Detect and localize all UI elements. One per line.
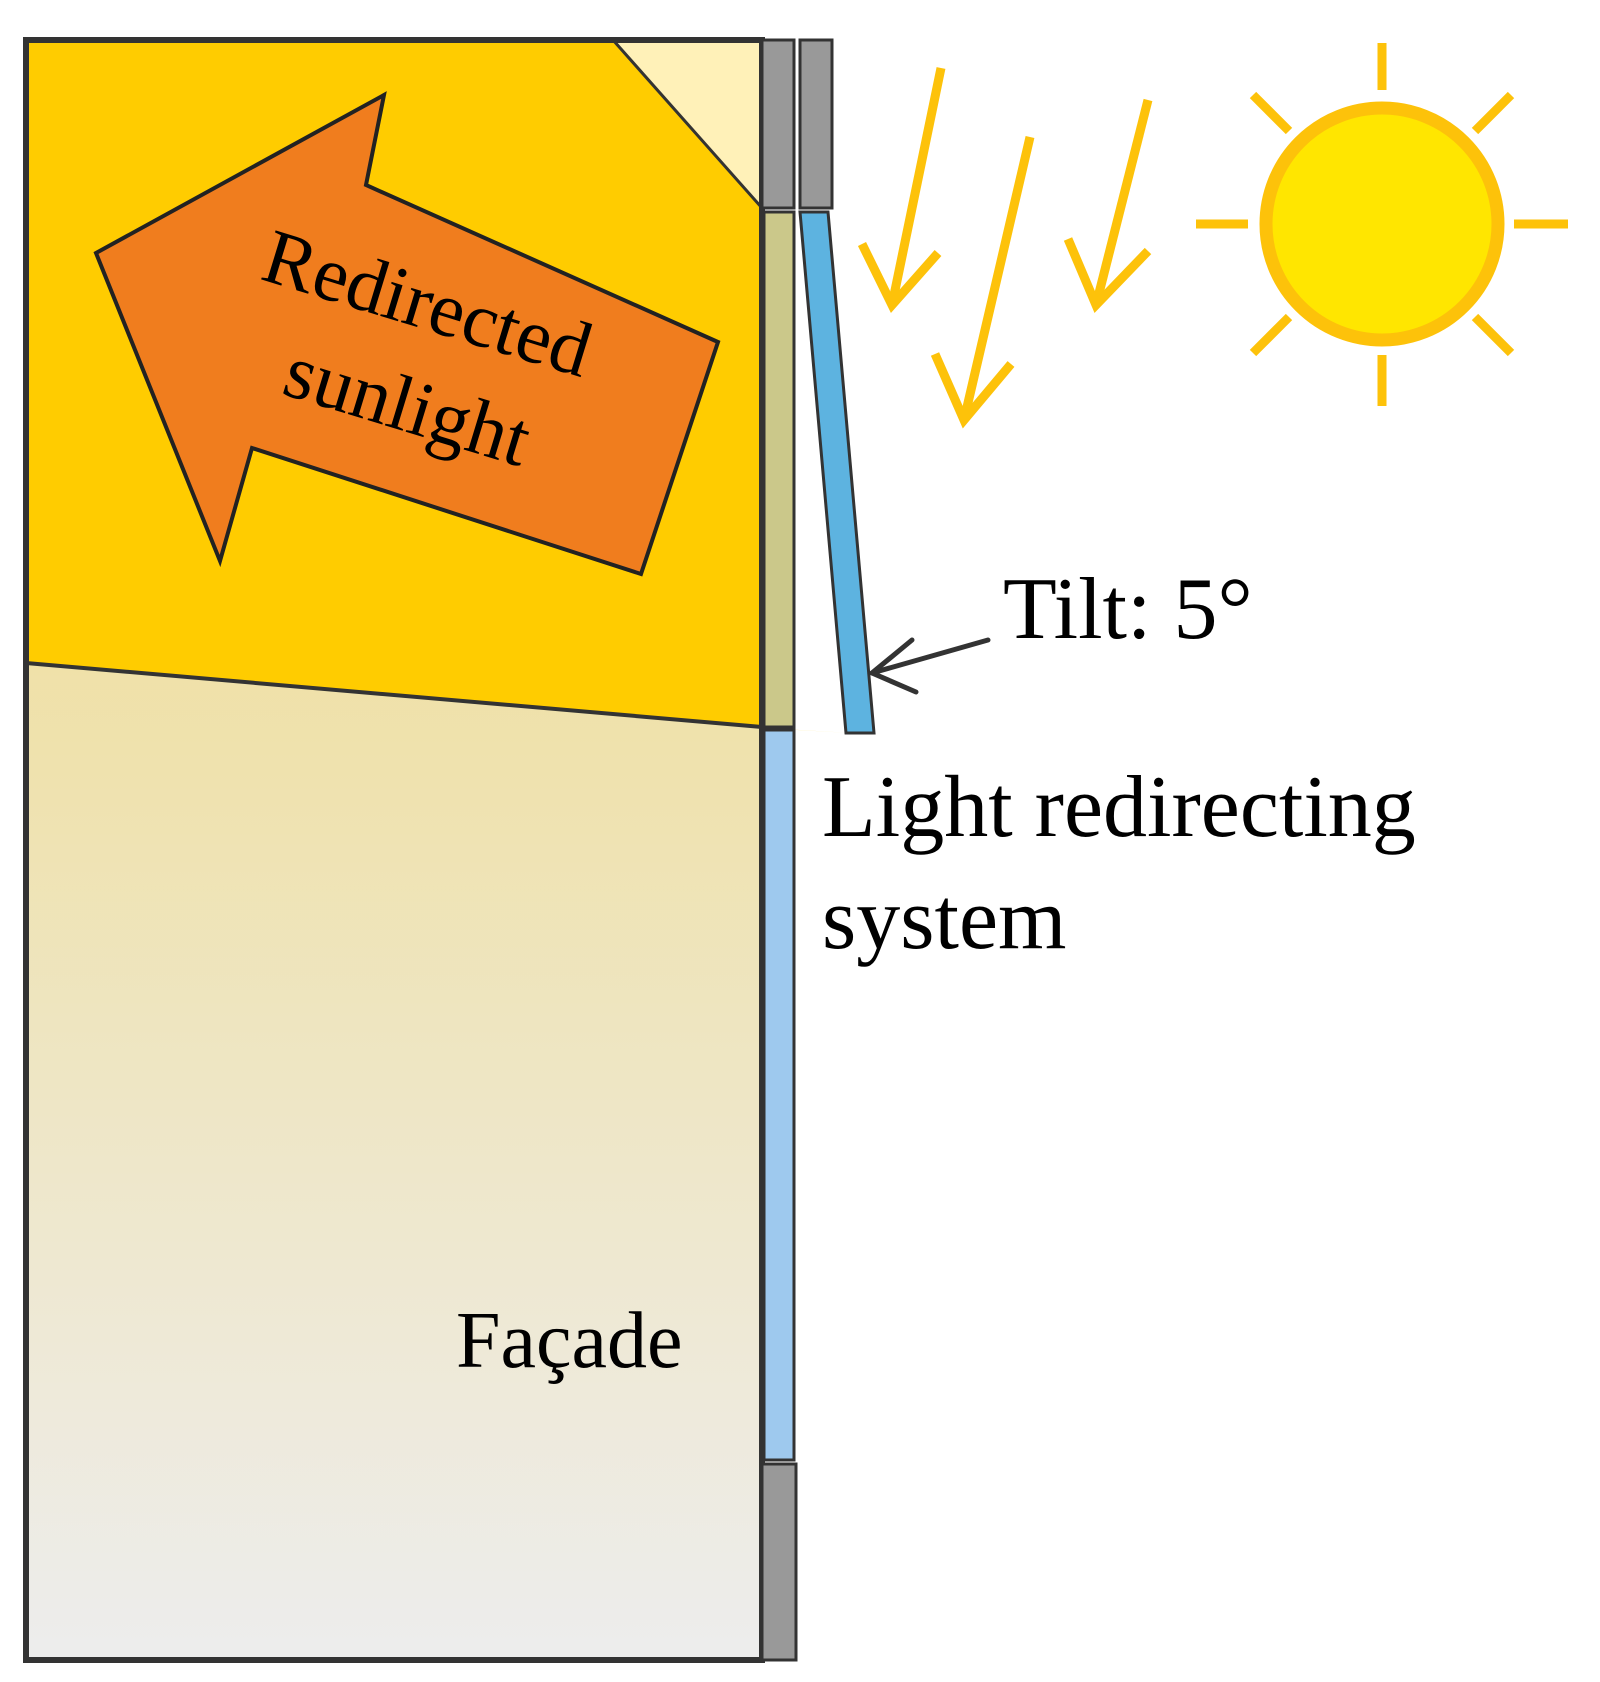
system-label-line2: system xyxy=(822,871,1066,968)
window-glass xyxy=(762,728,796,1462)
redirected-sunlight-arrow xyxy=(93,91,721,577)
incoming-sunlight-rays xyxy=(857,67,1153,429)
facade-label: Façade xyxy=(456,1297,683,1385)
lower-wall-segment xyxy=(760,1462,798,1662)
upper-wall-segment-outer xyxy=(798,38,834,210)
sun-icon xyxy=(1196,43,1568,406)
room-outline xyxy=(23,37,765,1663)
lit-zone-boundary xyxy=(25,661,763,729)
system-label-line1: Light redirecting xyxy=(822,759,1416,856)
sun-ray-arrow-1 xyxy=(857,67,946,314)
inner-pane xyxy=(762,210,796,729)
sun-ray-arrow-2 xyxy=(930,135,1035,429)
tilt-pointer-arrow xyxy=(867,637,991,695)
sun-ray-arrow-3 xyxy=(1063,98,1153,314)
tilt-label: Tilt: 5° xyxy=(1003,561,1253,658)
upper-wall-segment-inner xyxy=(760,38,796,210)
tilted-redirecting-panel xyxy=(798,210,876,735)
